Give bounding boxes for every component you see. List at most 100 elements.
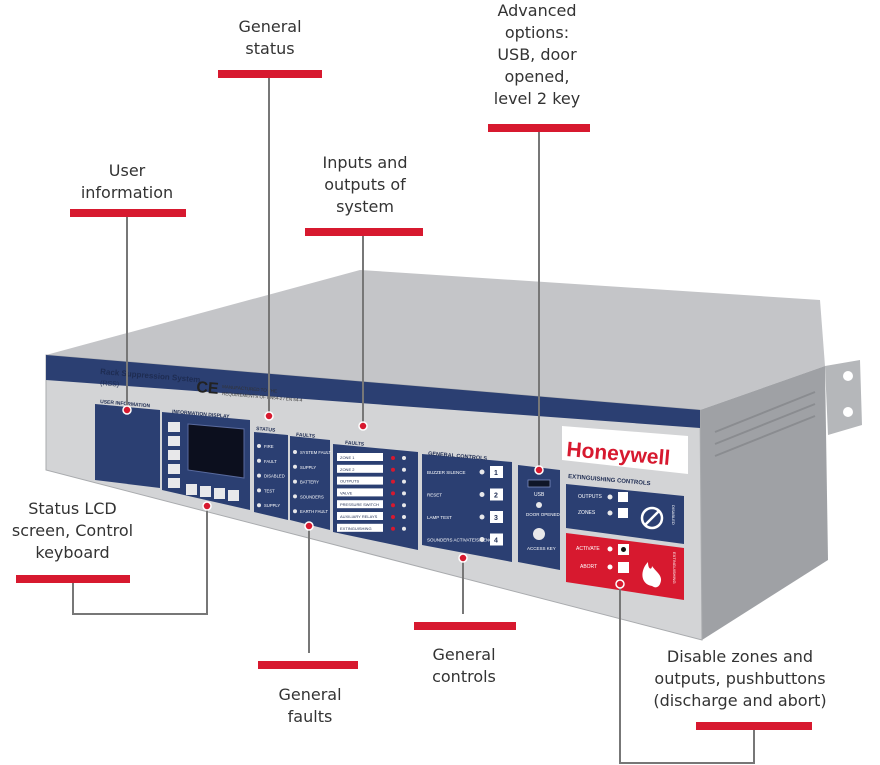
dot-general-faults bbox=[304, 521, 314, 531]
status-label: DISABLED bbox=[264, 474, 285, 479]
fire-key[interactable] bbox=[186, 484, 197, 495]
general-control-led bbox=[479, 492, 485, 497]
general-control-button[interactable] bbox=[490, 511, 503, 523]
honeywell-logo-plate bbox=[562, 426, 688, 474]
device-subtitle: (RSS) bbox=[100, 380, 120, 389]
chassis-top bbox=[46, 270, 825, 410]
status-led bbox=[257, 444, 261, 448]
callout-advanced-options: Advanced options: USB, door opened, leve… bbox=[493, 1, 581, 108]
io-led bbox=[402, 526, 406, 531]
callout-bar-status-lcd bbox=[16, 575, 130, 583]
io-item bbox=[337, 453, 383, 461]
flame-icon bbox=[642, 562, 662, 588]
compliance-line-2: REQUIREMENTS OF EN54-2 / EN 54-4 bbox=[222, 391, 303, 403]
faults-panel bbox=[290, 436, 330, 530]
io-item bbox=[337, 488, 383, 497]
disable-key[interactable] bbox=[228, 490, 239, 501]
test-key[interactable] bbox=[214, 488, 225, 499]
access-key-switch[interactable] bbox=[533, 528, 545, 540]
user-information-heading: USER INFORMATION bbox=[100, 399, 151, 409]
callout-status-lcd: Status LCD screen, Control keyboard bbox=[11, 499, 134, 562]
io-item bbox=[337, 476, 383, 485]
minus-key[interactable] bbox=[168, 464, 180, 474]
callout-user-information: User information bbox=[80, 161, 174, 202]
header-band bbox=[46, 355, 700, 428]
general-control-label: BUZZER SILENCE bbox=[427, 470, 466, 475]
exit-key[interactable] bbox=[168, 478, 180, 488]
arrow-up-key[interactable] bbox=[168, 422, 180, 432]
connector-dots bbox=[122, 405, 625, 589]
io-item bbox=[337, 512, 383, 520]
io-led bbox=[391, 503, 395, 508]
dot-general-controls bbox=[458, 553, 468, 563]
fault-label: SYSTEM FAULT bbox=[300, 450, 332, 455]
io-item bbox=[337, 523, 383, 532]
status-led bbox=[257, 503, 261, 508]
callout-bar-general-status bbox=[218, 70, 322, 78]
callout-bar-user-information bbox=[70, 209, 186, 217]
advanced-panel bbox=[518, 465, 560, 570]
io-item-label: ZONE 2 bbox=[340, 467, 355, 472]
fault-label: EARTH FAULT bbox=[300, 509, 328, 514]
callout-bar-general-controls bbox=[414, 622, 516, 630]
dot-inputs-outputs bbox=[358, 421, 368, 431]
fault-led bbox=[293, 464, 297, 469]
general-control-led bbox=[479, 537, 485, 542]
io-item-label: PRESSURE SWITCH bbox=[340, 502, 379, 507]
status-label: FIRE bbox=[264, 444, 274, 449]
abort-label: ABORT bbox=[580, 564, 597, 570]
fault-led bbox=[293, 479, 297, 484]
general-control-key: 3 bbox=[494, 515, 498, 522]
general-control-led bbox=[479, 469, 485, 475]
io-led bbox=[402, 456, 406, 460]
general-control-label: RESET bbox=[427, 493, 442, 498]
zones-label: ZONES bbox=[578, 510, 596, 516]
abort-button[interactable] bbox=[618, 562, 629, 573]
io-led bbox=[391, 479, 395, 484]
io-item-label: EXTINGUISHING bbox=[340, 526, 372, 531]
dot-disable-zones bbox=[615, 579, 625, 589]
io-faults-heading: FAULTS bbox=[345, 440, 365, 448]
connector-status-lcd bbox=[72, 506, 208, 615]
arrow-right-key[interactable] bbox=[168, 436, 180, 446]
outputs-disable-button[interactable] bbox=[618, 492, 628, 502]
activate-label: ACTIVATE bbox=[576, 546, 600, 552]
general-control-button[interactable] bbox=[490, 466, 503, 478]
rack-ear-hole-bottom bbox=[843, 407, 853, 417]
fault-label: SUPPLY bbox=[300, 465, 316, 470]
callout-bar-general-faults bbox=[258, 661, 358, 669]
fault-led bbox=[293, 450, 297, 454]
disabled-icon-slash bbox=[644, 510, 660, 526]
alarm-key[interactable] bbox=[200, 486, 211, 497]
fault-label: BATTERY bbox=[300, 480, 319, 485]
io-led bbox=[391, 456, 395, 460]
faults-heading: FAULTS bbox=[296, 432, 316, 440]
disabled-icon bbox=[640, 506, 664, 530]
status-led bbox=[257, 473, 261, 478]
connector-lines bbox=[72, 78, 755, 764]
outputs-led bbox=[607, 494, 613, 500]
status-label: SUPPLY bbox=[264, 503, 280, 508]
io-led bbox=[402, 467, 406, 472]
usb-label: USB bbox=[534, 492, 545, 498]
arrow-down-key[interactable] bbox=[168, 450, 180, 460]
io-led bbox=[402, 491, 406, 496]
ce-mark: CE bbox=[196, 379, 220, 398]
disabled-label: DISABLED bbox=[671, 505, 676, 525]
side-vents bbox=[714, 391, 816, 457]
zones-disable-button[interactable] bbox=[618, 508, 628, 518]
rack-ear-hole-top bbox=[843, 371, 853, 381]
status-led bbox=[257, 488, 261, 493]
rack-ear bbox=[825, 360, 862, 435]
io-led bbox=[391, 515, 395, 519]
callout-disable-zones: Disable zones and outputs, pushbuttons (… bbox=[653, 647, 827, 710]
usb-port[interactable] bbox=[527, 479, 551, 488]
status-label: FAULT bbox=[264, 459, 277, 464]
general-controls-heading: GENERAL CONTROLS bbox=[428, 451, 488, 462]
connector-disable-zones bbox=[619, 584, 755, 764]
general-control-button[interactable] bbox=[490, 488, 503, 501]
general-control-button[interactable] bbox=[490, 533, 503, 546]
io-item-label: AUXILIARY RELAYS bbox=[340, 514, 378, 519]
